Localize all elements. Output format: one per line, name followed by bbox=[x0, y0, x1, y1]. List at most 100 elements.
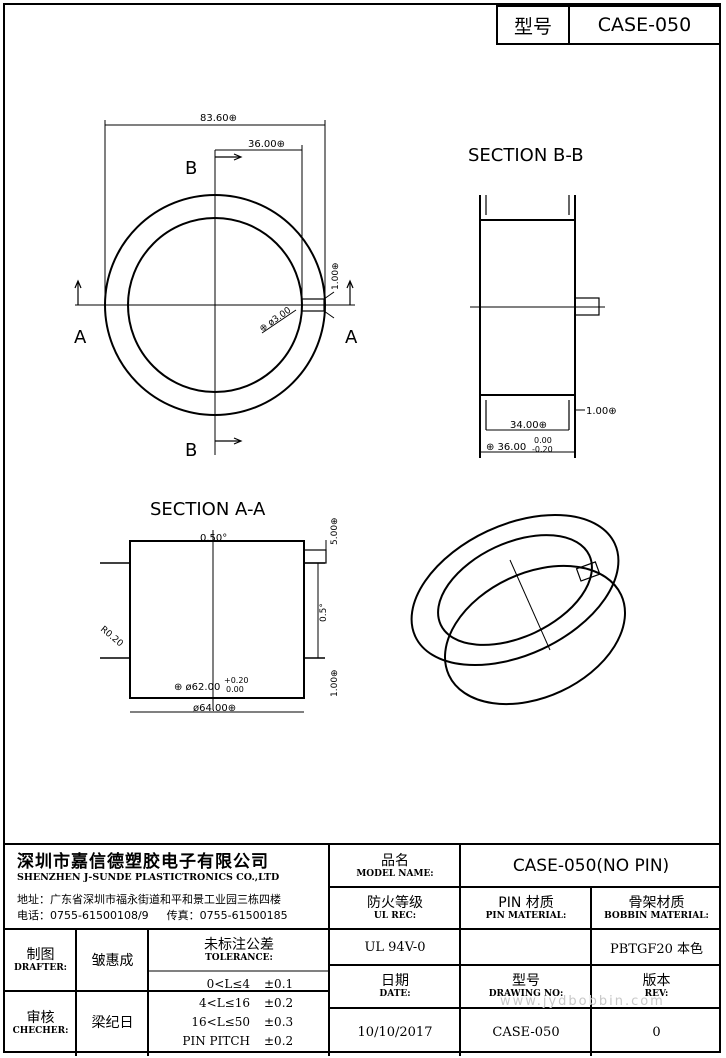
tolerance-label-cell: 未标注公差 TOLERANCE: bbox=[149, 930, 329, 971]
bobbin-material-label-cell: 骨架材质 BOBBIN MATERIAL: bbox=[592, 888, 721, 928]
company-contact-cell: 地址：广东省深圳市福永街道和平和景工业园三栋四楼 电话：0755-6150010… bbox=[5, 887, 327, 927]
company-name-en: SHENZHEN J-SUNDE PLASTICTRONICS CO.,LTD bbox=[17, 872, 280, 883]
marker-b-top: B bbox=[185, 158, 197, 179]
top-view bbox=[74, 120, 355, 455]
model-name-en: MODEL NAME: bbox=[356, 868, 434, 879]
company-name-cell: 深圳市嘉信德塑胶电子有限公司 SHENZHEN J-SUNDE PLASTICT… bbox=[5, 845, 327, 885]
pin-material-cn: PIN 材质 bbox=[498, 894, 554, 911]
dim-bb-wall: 1.00⊕ bbox=[586, 406, 617, 417]
drawing-no-cn: 型号 bbox=[512, 973, 540, 989]
section-aa-view bbox=[100, 530, 327, 713]
drafter-name: 皱惠成 bbox=[91, 952, 134, 969]
section-bb-view bbox=[470, 195, 605, 458]
section-aa-title: SECTION A-A bbox=[150, 499, 266, 520]
model-value: CASE-050(NO PIN) bbox=[512, 856, 670, 876]
tolerance-value: ±0.3 bbox=[264, 1014, 294, 1029]
tolerance-range: 16<L≤50 bbox=[191, 1014, 250, 1029]
bobbin-material-value-cell: PBTGF20 本色 bbox=[592, 929, 721, 965]
rev-en: REV: bbox=[644, 989, 669, 999]
marker-a-right: A bbox=[345, 327, 358, 348]
marker-b-bottom: B bbox=[185, 440, 197, 461]
technical-drawing: B B A A 83.60⊕ 36.00⊕ 1.00⊕ ⊕ ø3.00 SECT… bbox=[74, 113, 626, 714]
checker-name-cell: 梁纪日 bbox=[77, 992, 148, 1054]
marker-a-left: A bbox=[74, 327, 87, 348]
dim-bb-inner: 34.00⊕ bbox=[510, 420, 547, 431]
model-name-cn: 品名 bbox=[381, 852, 409, 869]
header-label: 型号 bbox=[513, 15, 552, 38]
drafter-en: DRAFTER: bbox=[13, 963, 67, 973]
dim-bb-outer: ⊕ 36.00 bbox=[486, 442, 526, 453]
pin-material-en: PIN MATERIAL: bbox=[485, 910, 567, 921]
dim-pin-width: 1.00⊕ bbox=[331, 262, 341, 290]
ul-label-cell: 防火等级 UL REC: bbox=[330, 888, 460, 928]
tolerance-range: PIN PITCH bbox=[182, 1033, 250, 1048]
date-label-cell: 日期 DATE: bbox=[330, 966, 460, 1007]
dim-aa-side: 0.5° bbox=[319, 603, 329, 622]
watermark: www.jydbobbin.com bbox=[500, 994, 665, 1009]
model-value-cell: CASE-050(NO PIN) bbox=[461, 845, 721, 887]
checker-en: CHECHER: bbox=[12, 1025, 69, 1036]
drawing-no-value-cell: CASE-050 bbox=[461, 1010, 591, 1054]
title-block-grid bbox=[3, 843, 721, 1056]
tolerance-range: 0<L≤4 bbox=[206, 976, 250, 991]
ul-en: UL REC: bbox=[373, 910, 417, 921]
dim-bb-tol-dn: -0.20 bbox=[532, 445, 553, 454]
dim-outer-dia: 83.60⊕ bbox=[200, 113, 237, 124]
dim-pin-dia: ⊕ ø3.00 bbox=[258, 305, 293, 334]
tolerance-value: ±0.2 bbox=[264, 995, 294, 1010]
tolerance-row: 16<L≤50 ±0.3 bbox=[160, 1012, 325, 1031]
tolerance-row: 4<L≤16 ±0.2 bbox=[160, 993, 325, 1012]
bobbin-material-en: BOBBIN MATERIAL: bbox=[604, 910, 709, 921]
tolerance-row: PIN PITCH ±0.2 bbox=[160, 1031, 325, 1050]
dim-aa-radius: R0.20 bbox=[98, 625, 125, 650]
ul-value-cell: UL 94V-0 bbox=[330, 929, 460, 965]
dim-aa-outer: ø64.00⊕ bbox=[193, 703, 236, 714]
tolerance-cn: 未标注公差 bbox=[204, 937, 274, 953]
rev-value-cell: 0 bbox=[592, 1010, 721, 1054]
header-code-cell: CASE-050 bbox=[568, 5, 721, 45]
dim-aa-inner-dn: 0.00 bbox=[226, 685, 244, 694]
pin-material-label-cell: PIN 材质 PIN MATERIAL: bbox=[461, 888, 591, 928]
tolerance-value: ±0.1 bbox=[264, 976, 294, 991]
bobbin-material-value: PBTGF20 本色 bbox=[609, 941, 704, 957]
section-bb-title: SECTION B-B bbox=[468, 145, 584, 166]
tolerance-range: 4<L≤16 bbox=[199, 995, 250, 1010]
date-value-cell: 10/10/2017 bbox=[330, 1010, 460, 1054]
tolerance-en: TOLERANCE: bbox=[205, 953, 273, 963]
tolerance-table: 0<L≤4 ±0.1 4<L≤16 ±0.2 16<L≤50 ±0.3 PIN … bbox=[160, 974, 325, 1050]
dim-aa-height: 5.00⊕ bbox=[330, 517, 340, 545]
checker-name: 梁纪日 bbox=[91, 1015, 134, 1031]
date-en: DATE: bbox=[379, 989, 411, 999]
isometric-view bbox=[410, 513, 626, 706]
model-name-label-cell: 品名 MODEL NAME: bbox=[330, 845, 460, 887]
drawing-no-value: CASE-050 bbox=[492, 1024, 560, 1040]
date-cn: 日期 bbox=[381, 973, 409, 989]
ul-cn: 防火等级 bbox=[367, 894, 423, 911]
ul-value: UL 94V-0 bbox=[364, 939, 426, 955]
tolerance-value: ±0.2 bbox=[264, 1033, 294, 1048]
bobbin-material-cn: 骨架材质 bbox=[628, 894, 685, 911]
dim-inner-half: 36.00⊕ bbox=[248, 139, 285, 150]
tolerance-row: 0<L≤4 ±0.1 bbox=[160, 974, 325, 993]
company-address: 地址：广东省深圳市福永街道和平和景工业园三栋四楼 bbox=[17, 893, 281, 906]
header-code: CASE-050 bbox=[597, 14, 692, 36]
checker-label-cell: 审核 CHECHER: bbox=[5, 992, 76, 1054]
company-tel: 电话：0755-61500108/9 bbox=[17, 909, 149, 922]
drafter-name-cell: 皱惠成 bbox=[77, 930, 148, 991]
date-value: 10/10/2017 bbox=[357, 1024, 433, 1040]
dim-aa-wall: 1.00⊕ bbox=[330, 669, 340, 697]
company-fax: 传真：0755-61500185 bbox=[166, 909, 288, 922]
checker-cn: 审核 bbox=[26, 1009, 55, 1026]
company-name-cn: 深圳市嘉信德塑胶电子有限公司 bbox=[17, 852, 269, 872]
dim-aa-inner-up: +0.20 bbox=[224, 676, 249, 685]
drawing-no-label-cell: 型号 DRAWING NO: bbox=[461, 966, 591, 1007]
drafter-label-cell: 制图 DRAFTER: bbox=[5, 930, 76, 991]
rev-label-cell: 版本 REV: bbox=[592, 966, 721, 1007]
dim-aa-draft-top: 0.50° bbox=[200, 533, 227, 544]
dim-bb-tol-up: 0.00 bbox=[534, 436, 552, 445]
drawing-sheet bbox=[3, 3, 721, 1053]
drafter-cn: 制图 bbox=[26, 947, 55, 963]
rev-value: 0 bbox=[652, 1024, 661, 1040]
dim-aa-inner: ⊕ ø62.00 bbox=[174, 682, 220, 693]
rev-cn: 版本 bbox=[642, 973, 671, 989]
